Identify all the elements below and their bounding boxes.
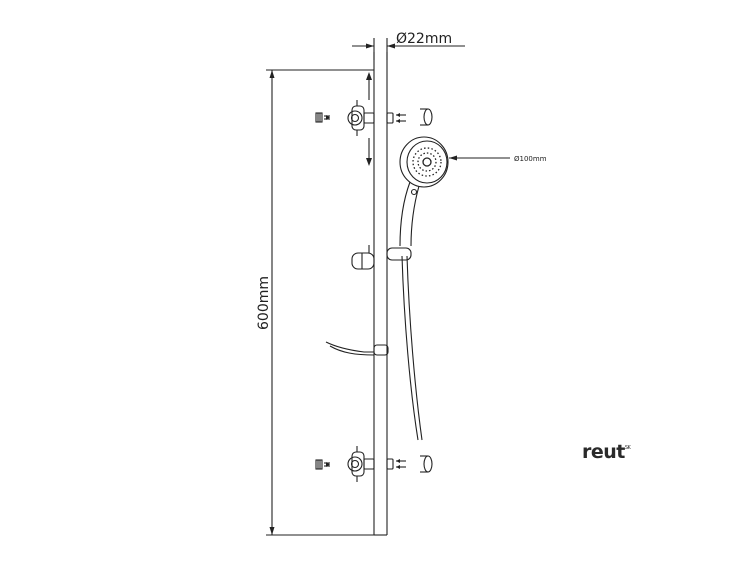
adjust-arrow-down: [366, 138, 372, 166]
bar-diameter-label: Ø22mm: [396, 31, 452, 47]
shower-hose: [401, 255, 423, 441]
top-wall-bracket: [347, 100, 394, 136]
slide-rail-bar: [373, 52, 388, 536]
top-wall-plug: [420, 108, 433, 126]
head-diameter-label: Ø100mm: [514, 155, 547, 163]
bar-diameter-dimension: [352, 38, 465, 60]
bottom-screws-right: [396, 459, 406, 469]
shower-head-nozzles: [412, 147, 442, 177]
brand-name: reut: [582, 441, 625, 463]
hand-shower: [399, 136, 449, 247]
brand-logo: reutSK: [582, 441, 631, 463]
sliding-holder: [351, 245, 412, 270]
head-diameter-leader: [449, 155, 510, 161]
bottom-wall-bracket: [347, 446, 394, 482]
bottom-screw-left: [315, 459, 330, 470]
adjust-arrow-up: [366, 72, 372, 100]
bottom-wall-plug: [420, 455, 433, 473]
top-screws-right: [396, 113, 406, 123]
height-dimension: [266, 69, 374, 536]
top-screw-left: [315, 112, 330, 123]
brand-mark: SK: [624, 444, 631, 451]
height-label: 600mm: [256, 276, 272, 330]
soap-dish: [325, 341, 389, 356]
